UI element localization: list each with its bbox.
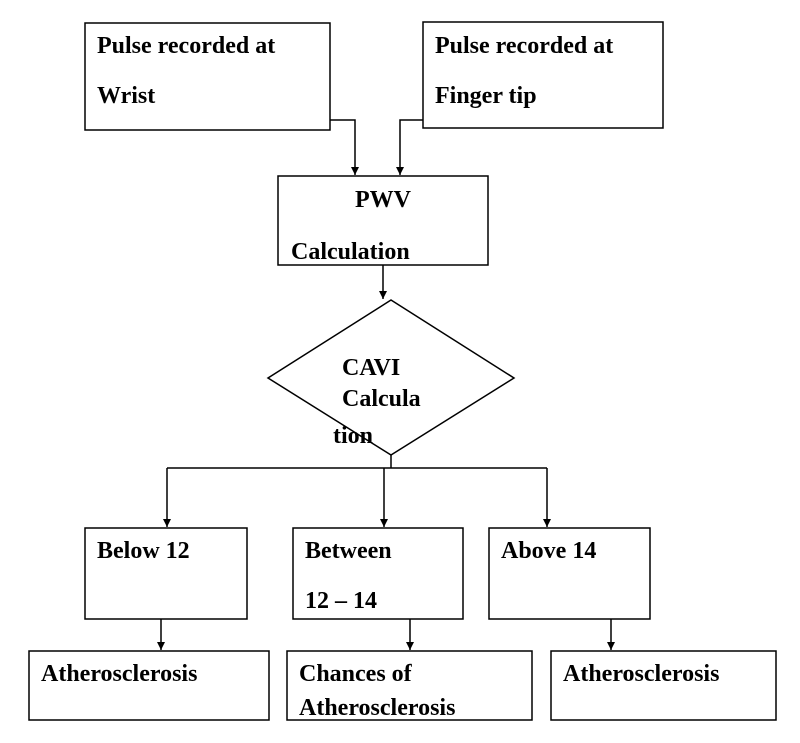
- result-middle-box: Chances of Atherosclerosis: [286, 650, 533, 721]
- cavi-line3: tion: [333, 423, 373, 449]
- cavi-line1: CAVI: [342, 355, 400, 381]
- connector-wrist-to-pwv: [330, 119, 359, 175]
- finger-box-line2: Finger tip: [435, 83, 537, 109]
- pwv-calculation-box: PWV Calculation: [277, 175, 489, 266]
- below-box-line1: Below 12: [97, 538, 190, 564]
- result-middle-line2: Atherosclerosis: [299, 695, 455, 721]
- below-12-box: Below 12: [84, 527, 248, 620]
- cavi-line2: Calcula: [342, 386, 421, 412]
- wrist-box-line1: Pulse recorded at: [97, 33, 275, 59]
- between-box-line2: 12 – 14: [305, 588, 377, 614]
- cavi-decision-diamond: CAVI Calcula tion: [266, 299, 516, 456]
- between-12-14-box: Between 12 – 14: [292, 527, 464, 620]
- pwv-box-line1: PWV: [355, 187, 412, 213]
- finger-pulse-box: Pulse recorded at Finger tip: [422, 21, 664, 129]
- between-box-line1: Between: [305, 538, 392, 564]
- connector-finger-to-pwv: [396, 119, 423, 175]
- above-14-box: Above 14: [488, 527, 651, 620]
- wrist-box-line2: Wrist: [97, 83, 155, 109]
- result-left-box: Atherosclerosis: [28, 650, 270, 721]
- wrist-pulse-box: Pulse recorded at Wrist: [84, 22, 331, 131]
- result-right-box: Atherosclerosis: [550, 650, 777, 721]
- finger-box-line1: Pulse recorded at: [435, 33, 613, 59]
- result-left-line1: Atherosclerosis: [41, 661, 197, 687]
- above-box-line1: Above 14: [501, 538, 596, 564]
- pwv-box-line2: Calculation: [291, 239, 410, 265]
- result-right-line1: Atherosclerosis: [563, 661, 719, 687]
- result-middle-line1: Chances of: [299, 661, 413, 687]
